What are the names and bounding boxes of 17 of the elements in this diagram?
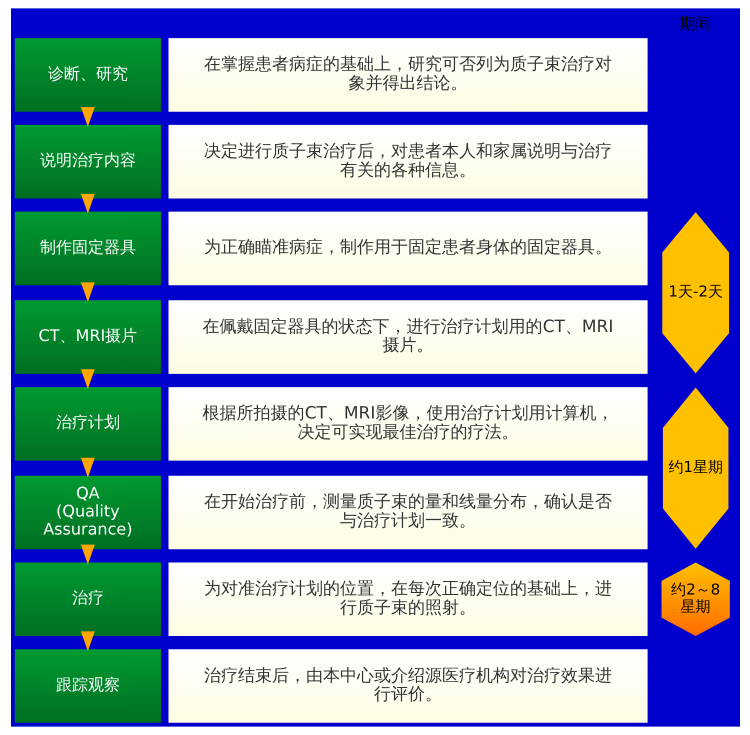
node-box: 为对准治疗计划的位置，在每次正确定位的基础上，进行质子束的照射。 bbox=[168, 562, 648, 636]
arrow bbox=[80, 631, 94, 652]
node-box: 在佩戴固定器具的状态下，进行治疗计划用的CT、MRI摄片。 bbox=[168, 300, 648, 374]
label: 期间 bbox=[679, 14, 712, 33]
arrow bbox=[80, 282, 94, 302]
arrow bbox=[80, 544, 94, 564]
arrow bbox=[80, 107, 94, 127]
arrow bbox=[80, 458, 94, 478]
node-box: 根据所拍摄的CT、MRI影像，使用治疗计划用计算机，决定可实现最佳治疗的疗法。 bbox=[168, 387, 648, 461]
node-box: 跟踪观察 bbox=[14, 649, 160, 723]
node-box: 治疗结束后，由本中心或介绍源医疗机构对治疗效果进行评价。 bbox=[168, 649, 648, 723]
node-box: 为正确瞄准病症，制作用于固定患者身体的固定器具。 bbox=[168, 212, 648, 286]
node-box: 在开始治疗前，测量质子束的量和线量分布，确认是否与治疗计划一致。 bbox=[168, 476, 648, 550]
node-box: 决定进行质子束治疗后，对患者本人和家属说明与治疗有关的各种信息。 bbox=[168, 124, 648, 198]
arrow bbox=[80, 194, 94, 214]
node-box: 在掌握患者病症的基础上，研究可否列为质子束治疗对象并得出结论。 bbox=[168, 38, 648, 112]
arrow bbox=[80, 369, 94, 390]
